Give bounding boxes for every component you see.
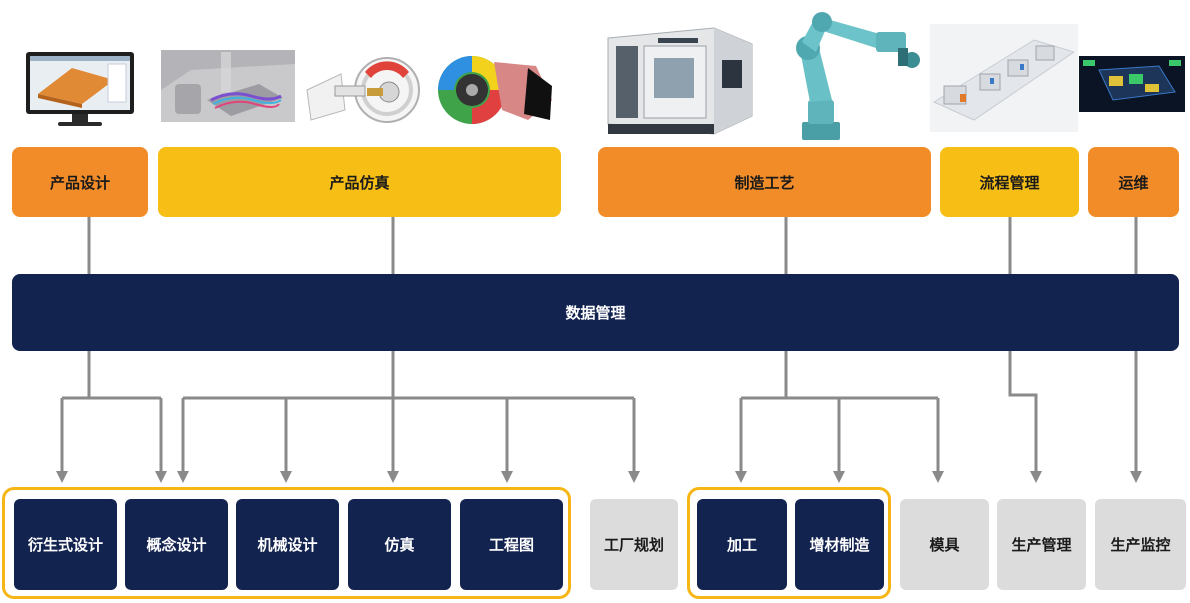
cnc-machine-image [607, 27, 753, 135]
category-operations-label: 运维 [1118, 173, 1149, 192]
category-manufacturing-process-label: 制造工艺 [734, 173, 795, 192]
module-simulation: 仿真 [348, 499, 451, 590]
module-mold-label: 模具 [929, 536, 960, 554]
module-mechanical-design-label: 机械设计 [257, 536, 318, 554]
category-operations: 运维 [1088, 147, 1179, 217]
data-management-hub-label: 数据管理 [565, 304, 626, 322]
monitoring-dashboard-image [1079, 56, 1185, 112]
design-modules-group [2, 487, 571, 599]
module-additive-manufacturing: 增材制造 [795, 499, 884, 590]
module-factory-planning: 工厂规划 [590, 499, 678, 590]
module-production-monitoring: 生产监控 [1095, 499, 1186, 590]
module-machining: 加工 [697, 499, 787, 590]
module-machining-label: 加工 [726, 536, 757, 554]
category-process-management-label: 流程管理 [979, 173, 1040, 192]
module-production-management: 生产管理 [997, 499, 1086, 590]
module-factory-planning-label: 工厂规划 [603, 536, 664, 554]
category-product-design: 产品设计 [12, 147, 148, 217]
module-production-management-label: 生产管理 [1011, 536, 1072, 554]
cad-monitor-image [26, 52, 134, 126]
stress-analysis-image [438, 56, 552, 124]
category-manufacturing-process: 制造工艺 [598, 147, 931, 217]
module-generative-design-label: 衍生式设计 [27, 536, 103, 554]
manufacturing-modules-group [687, 487, 891, 599]
module-production-monitoring-label: 生产监控 [1110, 536, 1171, 554]
data-management-hub: 数据管理 [12, 274, 1179, 351]
module-engineering-drawing-label: 工程图 [488, 536, 534, 554]
module-simulation-label: 仿真 [384, 536, 415, 554]
module-generative-design: 衍生式设计 [14, 499, 117, 590]
module-additive-manufacturing-label: 增材制造 [809, 536, 870, 554]
module-engineering-drawing: 工程图 [460, 499, 563, 590]
module-mold: 模具 [900, 499, 989, 590]
cfd-simulation-image [161, 50, 295, 122]
category-product-simulation: 产品仿真 [158, 147, 561, 217]
category-product-design-label: 产品设计 [49, 173, 110, 192]
brake-assembly-image [306, 57, 420, 123]
arrow-production-management [1008, 351, 1042, 483]
category-product-simulation-label: 产品仿真 [329, 173, 390, 192]
module-concept-design-label: 概念设计 [146, 536, 207, 554]
robot-arm-image [796, 12, 920, 140]
factory-line-image [930, 24, 1078, 132]
module-mechanical-design: 机械设计 [236, 499, 339, 590]
category-process-management: 流程管理 [940, 147, 1079, 217]
module-concept-design: 概念设计 [125, 499, 228, 590]
